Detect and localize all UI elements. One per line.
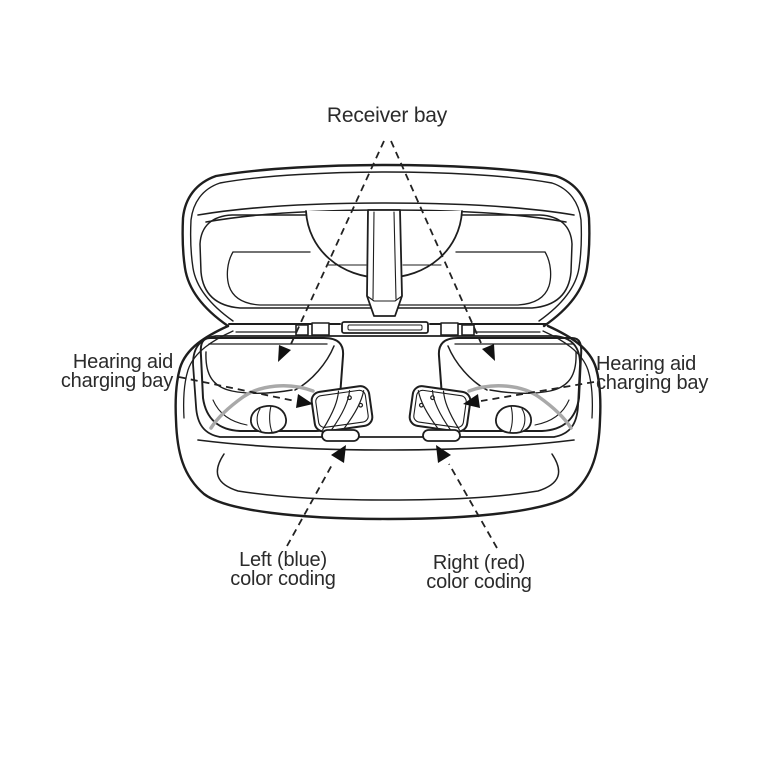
lid-outer-outline [181,163,591,328]
arrowhead-receiver-bay-left [278,345,291,362]
right-hearing-aid-body-inner [413,389,467,428]
tray-opening [192,335,581,438]
hinge [228,321,548,336]
hinge-center-bar-inner [347,324,423,331]
right-hearing-aid-body [408,385,472,433]
right-color-slot [422,429,461,442]
left-hearing-aid-body [310,385,374,433]
arrowhead-left-charging-bay [296,394,313,408]
label-right-charging-bay-line2: charging bay [596,372,709,394]
label-right-color-coding-line1: Right (red) [432,552,526,574]
label-receiver-bay: Receiver bay [287,104,487,127]
label-left-color-coding-line2: color coding [230,568,336,590]
arrowhead-receiver-bay-right [482,344,495,361]
label-left-color-coding-line1: Left (blue) [239,549,327,571]
arrowhead-left-color-coding [331,445,346,463]
left-hearing-aid-stripe-3 [344,390,365,429]
right-bay-pocket-wall [447,345,488,391]
right-hearing-aid [408,385,472,433]
label-receiver-bay-text: Receiver bay [326,104,448,127]
lid-rim-band-top [197,202,575,216]
lid-hinge-spine-bevel [366,295,403,302]
right-receiver-wire [467,384,573,430]
left-hearing-aid-mic-2 [358,402,364,408]
case-base [174,324,602,521]
left-color-slot [321,429,360,442]
right-hearing-aid-stripe-2 [431,390,451,431]
lid-lining [199,214,573,309]
lid-inner-wall [189,171,583,322]
label-right-color-coding-line2: color coding [426,571,532,593]
label-right-color-coding: Right (red) color coding [404,552,554,593]
leader-receiver-bay-left [290,140,385,345]
leader-left-color-coding [286,462,334,547]
leader-right-color-coding [448,463,498,549]
left-bay-pocket-floor [205,351,293,394]
right-ear-dome-ridge [509,405,513,433]
left-hearing-aid-stripe-2 [331,390,351,431]
annotation-leaders [178,140,595,549]
leader-receiver-bay-right [390,140,482,344]
case-lid [181,163,591,328]
left-hearing-aid-stripe-1 [322,390,340,431]
hinge-tab-right-inner [440,322,459,336]
left-hearing-aid-body-inner [315,389,369,428]
hinge-tab-left-inner [311,322,330,336]
base-outer-outline [174,324,602,521]
left-bay-outline [199,337,345,432]
right-ear-dome [495,405,532,434]
label-left-charging-bay: Hearing aid charging bay [20,351,173,392]
hinge-tab-left-outer [295,324,309,336]
base-front-panel [216,453,560,501]
left-ear-dome [250,405,287,434]
right-hearing-aid-stripe-3 [417,390,438,429]
base-inner-wall-left [182,330,234,419]
left-bay-group [199,337,374,442]
right-hearing-aid-mic-1 [430,395,435,401]
label-left-charging-bay-line2: charging bay [60,370,173,392]
right-hearing-aid-mic-2 [418,402,424,408]
label-right-charging-bay: Hearing aid charging bay [596,353,756,394]
hinge-tab-right-outer [461,324,475,336]
label-right-charging-bay-line1: Hearing aid [596,353,697,375]
hinge-center-bar [341,321,429,334]
right-bay-group [408,337,583,442]
base-inner-wall-right [542,330,594,419]
right-bay-outline [437,337,583,432]
left-bay-pocket-wall [294,345,335,391]
left-bay-floor-shadow [212,399,248,426]
left-hearing-aid [310,385,374,433]
lid-hinge-spine-inner-left [372,211,375,300]
annotation-arrowheads [278,344,495,463]
right-bay-pocket-floor [489,351,577,394]
leader-left-charging-bay [178,376,296,402]
lid-hinge-spine-inner-right [393,211,397,300]
arrowhead-right-color-coding [436,445,451,463]
left-hearing-aid-mic-1 [347,395,352,401]
arrowhead-right-charging-bay [463,394,480,408]
right-bay-floor-shadow [534,399,570,426]
label-left-color-coding: Left (blue) color coding [208,549,358,590]
left-receiver-wire [209,384,315,430]
tray-front-rim [197,439,575,451]
left-ear-dome-inner [256,408,262,432]
label-left-charging-bay-line1: Hearing aid [72,351,173,373]
right-hearing-aid-stripe-1 [442,390,460,431]
right-ear-dome-inner [520,408,526,432]
left-ear-dome-ridge [269,405,273,433]
